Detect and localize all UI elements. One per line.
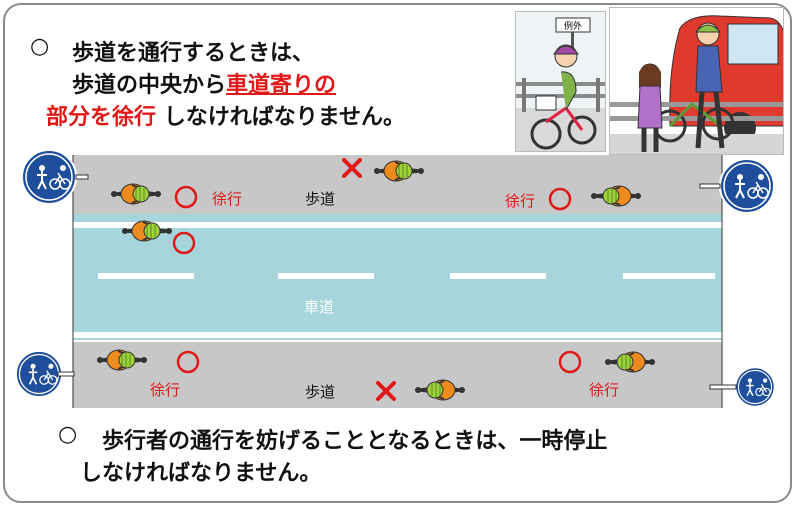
circle-ok-icon <box>174 185 198 209</box>
circle-ok-icon <box>176 350 200 374</box>
heading-line-2-prefix: 歩道の中央から <box>72 73 227 98</box>
slow-label: 徐行 <box>505 192 536 210</box>
cross-ng-icon <box>376 381 396 401</box>
heading-line-3-highlight: 部分を徐行 <box>46 105 157 130</box>
slow-label: 徐行 <box>589 381 620 399</box>
footer-line-2: しなければなりません。 <box>80 461 322 486</box>
pedestrian-bicycle-sign-icon <box>734 366 776 408</box>
slow-label: 徐行 <box>150 381 181 399</box>
footer-line-1: 歩行者の通行を妨げることとなるときは、一時停止 <box>102 429 608 454</box>
circle-ok-icon <box>172 231 196 255</box>
slow-label: 徐行 <box>212 190 243 208</box>
sidewalk-lower <box>73 342 722 408</box>
circle-ok-icon <box>558 350 582 374</box>
heading-line-2-highlight: 車道寄りの <box>226 73 337 98</box>
sidewalk-label: 歩道 <box>305 383 336 401</box>
heading-line-3: 部分を徐行 しなければなりません。 <box>46 99 405 131</box>
sidewalk-label: 歩道 <box>305 190 336 208</box>
slide-frame <box>3 3 792 503</box>
illustration-sign-text: 例外 <box>564 20 582 32</box>
illustration-cyclist-on-sidewalk: 例外 <box>515 11 606 152</box>
pedestrian-bicycle-sign-icon <box>21 149 77 205</box>
circle-ok-icon <box>548 187 572 211</box>
heading-line-3-suffix: しなければなりません。 <box>163 105 406 130</box>
pedestrian-bicycle-sign-icon <box>719 158 775 214</box>
heading-line-1: 歩道を通行するときは、 <box>72 41 315 66</box>
cross-ng-icon <box>342 158 362 178</box>
roadway-label: 車道 <box>304 298 335 316</box>
footer-bullet: ○ <box>58 422 78 447</box>
pedestrian-bicycle-sign-icon <box>15 350 63 398</box>
heading-bullet: ○ <box>30 34 50 59</box>
illustration-walking-bicycle <box>609 7 784 155</box>
heading-line-2: 歩道の中央から車道寄りの <box>72 67 336 99</box>
